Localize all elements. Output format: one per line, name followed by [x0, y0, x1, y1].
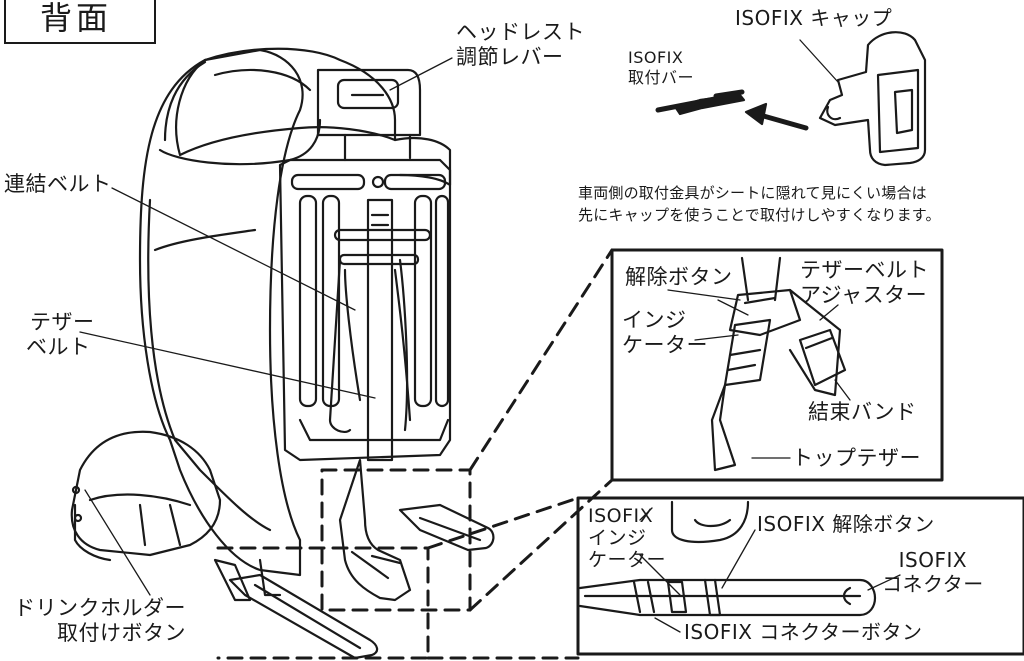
zoom-dash-1	[320, 468, 472, 612]
label-headrest-lever: ヘッドレスト 調節レバー	[456, 20, 585, 69]
label-cable-band: 結束バンド	[808, 400, 917, 424]
label-isofix-connector-button: ISOFIX コネクターボタン	[684, 620, 923, 644]
tether-belt	[366, 198, 394, 462]
label-isofix-indicator: ISOFIX インジ ケーター	[588, 505, 667, 571]
label-drink-holder-button: ドリンクホルダー 取付けボタン	[14, 596, 186, 645]
isofix-cap-illustration	[818, 31, 927, 167]
detail-box-isofix	[576, 496, 1024, 656]
label-isofix-bar: ISOFIX 取付バー	[628, 48, 695, 87]
seat-base	[70, 430, 222, 557]
leader-isofix-cap	[799, 39, 839, 83]
page-title: 背面	[40, 0, 113, 37]
label-isofix-connector: ISOFIX コネクター	[882, 548, 984, 596]
isofix-arm-right	[398, 503, 495, 552]
zoom-dash-2	[216, 546, 430, 660]
label-isofix-cap: ISOFIX キャップ	[735, 6, 893, 30]
insert-arrow	[757, 112, 809, 131]
headrest	[175, 47, 397, 157]
back-frame	[278, 158, 452, 462]
label-indicator: インジ ケーター	[622, 308, 708, 357]
title-frame	[4, 0, 156, 44]
label-connecting-belt: 連結ベルト	[4, 172, 112, 196]
label-top-tether: トップテザー	[792, 446, 921, 470]
label-tether-adjuster: テザーベルト アジャスター	[800, 258, 929, 307]
label-release-button: 解除ボタン	[625, 265, 733, 289]
label-isofix-release: ISOFIX 解除ボタン	[757, 512, 935, 536]
leader-drink	[84, 489, 151, 596]
leader-connecting-belt	[111, 187, 356, 311]
isofix-arm-left	[228, 573, 379, 660]
leader-headrest	[389, 57, 453, 91]
seat-side-panel	[147, 198, 272, 532]
label-tether-belt: テザー ベルト	[26, 310, 95, 359]
note-text: 車両側の取付金具がシートに隠れて見にくい場合は 先にキャップを使うことで取付けし…	[578, 184, 941, 224]
leader-tether	[79, 331, 376, 399]
seat-shell-outline	[138, 48, 304, 577]
detail-box-tether	[610, 248, 944, 482]
